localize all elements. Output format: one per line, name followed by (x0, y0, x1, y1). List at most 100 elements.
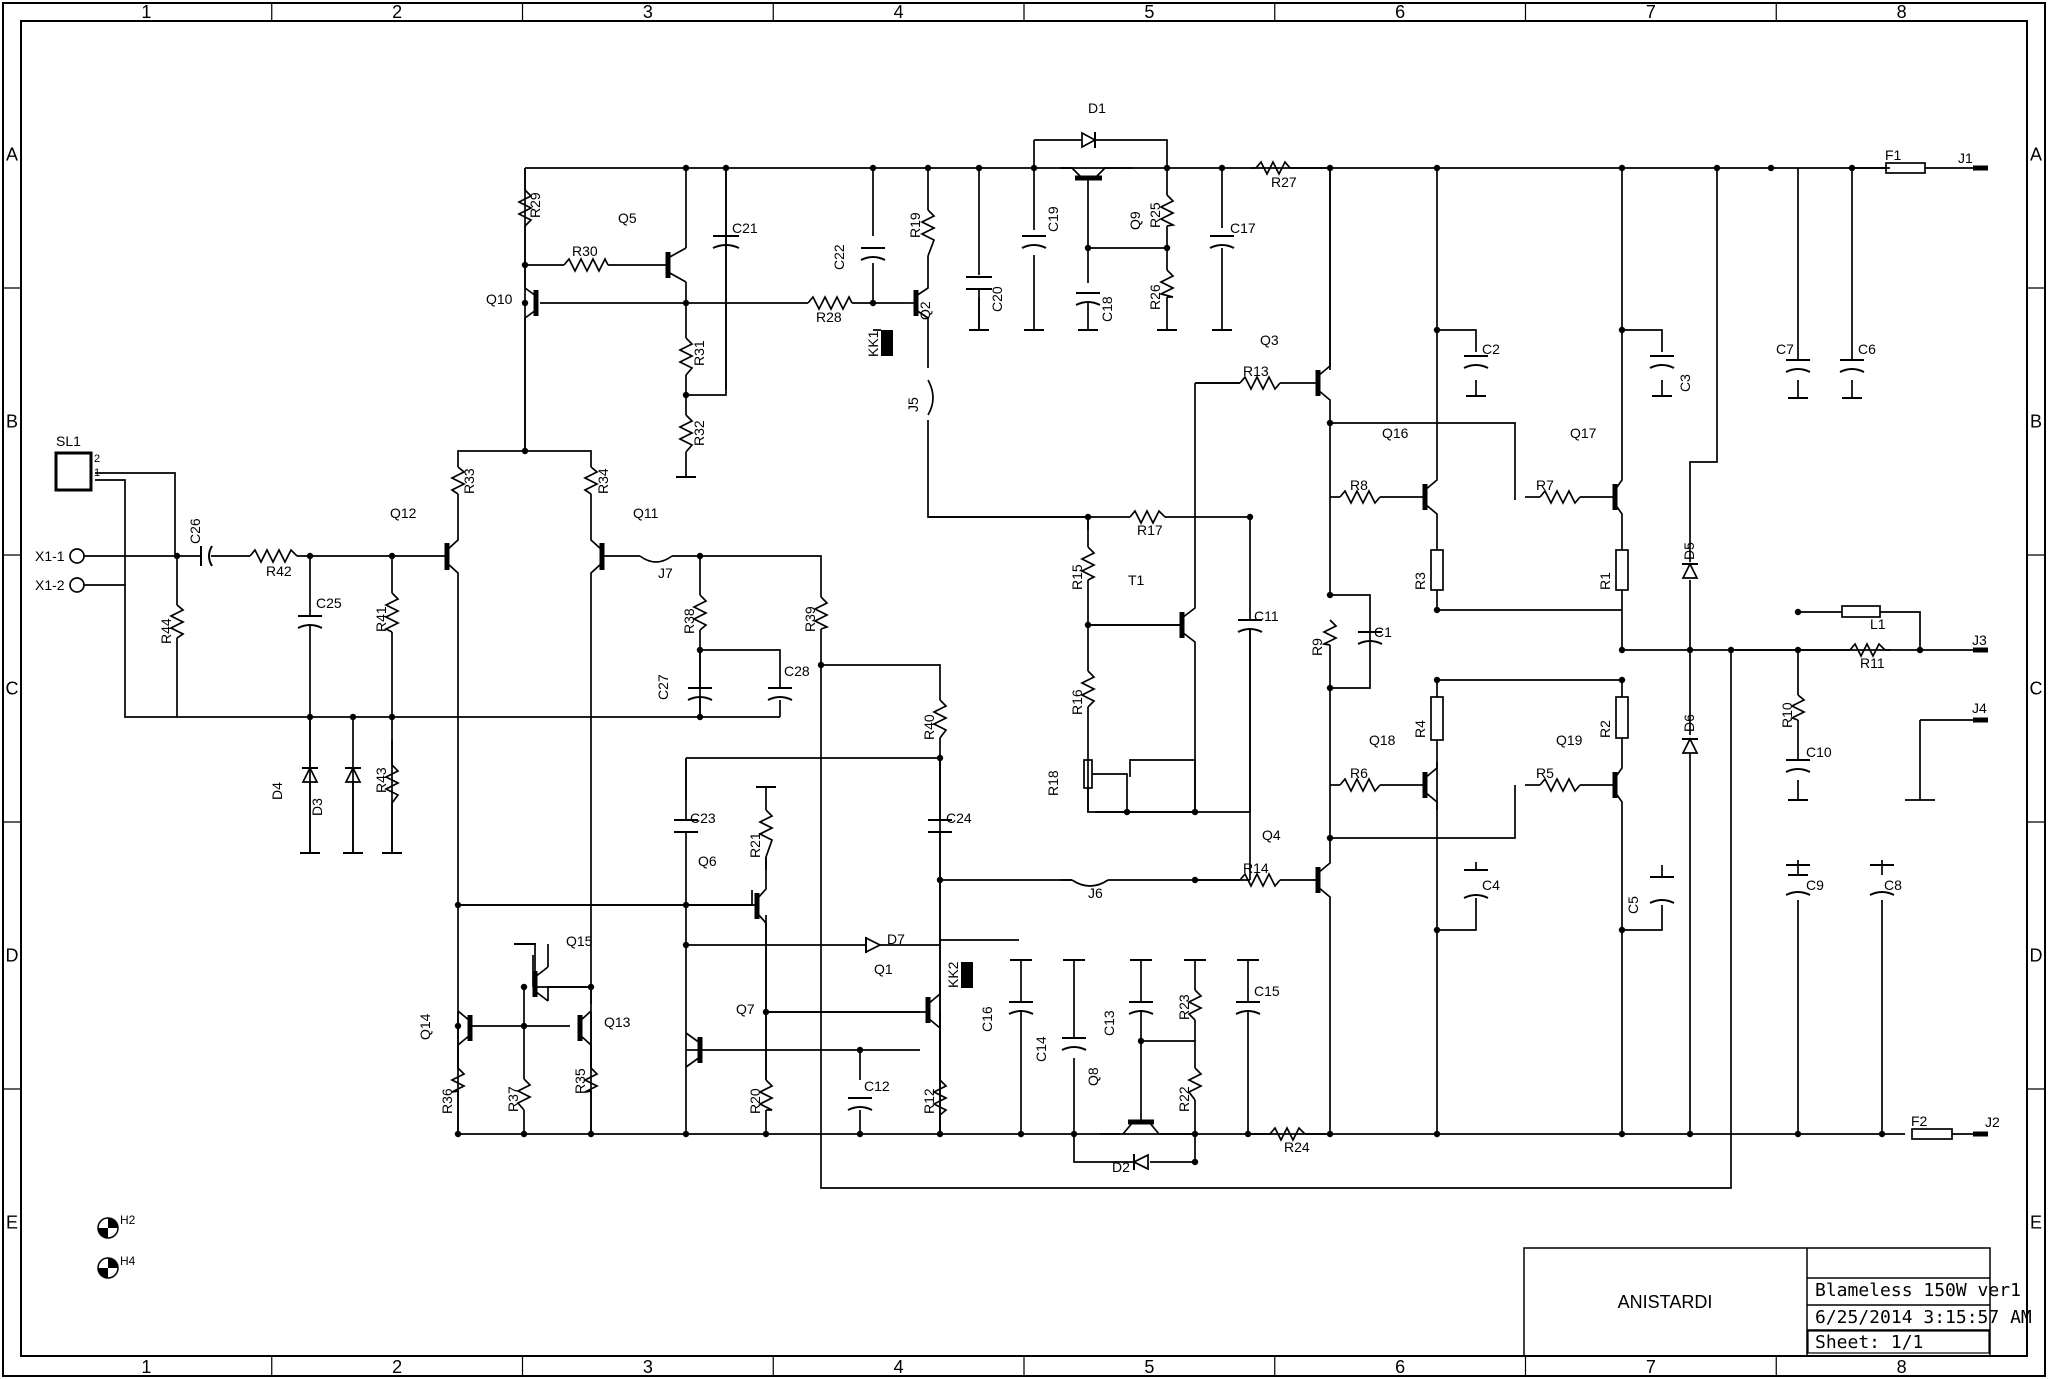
junction-dot (520, 1022, 528, 1030)
junction-dot (587, 1130, 595, 1138)
label-h4: H4 (120, 1254, 136, 1268)
label-r16: R16 (1069, 689, 1085, 715)
junction-dot (682, 391, 690, 399)
label-r44: R44 (158, 618, 174, 644)
junction-dot (869, 164, 877, 172)
junction-dot (520, 1130, 528, 1138)
junction-dot (1618, 326, 1626, 334)
junction-dot (924, 164, 932, 172)
junction-dot (388, 552, 396, 560)
junction-dot (1326, 684, 1334, 692)
junction-dot (1163, 164, 1171, 172)
label-c24: C24 (946, 810, 972, 826)
junction-dot (762, 1130, 770, 1138)
label-r15: R15 (1069, 564, 1085, 590)
label-d2: D2 (1112, 1159, 1130, 1175)
label-d3: D3 (309, 798, 325, 816)
grid-row-left-C: C (6, 679, 19, 699)
junction-dot (1433, 676, 1441, 684)
label-c1: C1 (1374, 624, 1392, 640)
label-c17: C17 (1230, 220, 1256, 236)
grid-column-bottom-4: 4 (894, 1357, 904, 1377)
label-c26: C26 (187, 518, 203, 544)
junction-dot (1794, 608, 1802, 616)
junction-dot (1326, 591, 1334, 599)
label-r9: R9 (1309, 638, 1325, 656)
label-q11: Q11 (633, 505, 659, 521)
junction-dot (682, 164, 690, 172)
label-r23: R23 (1176, 994, 1192, 1020)
junction-dot (856, 1046, 864, 1054)
label-q7: Q7 (736, 1001, 755, 1017)
label-h2: H2 (120, 1213, 136, 1227)
label-c25: C25 (316, 595, 342, 611)
grid-row-left-B: B (6, 412, 18, 432)
junction-dot (1433, 1130, 1441, 1138)
grid-column-top-4: 4 (894, 2, 904, 22)
junction-dot (1326, 834, 1334, 842)
junction-dot (1727, 646, 1735, 654)
junction-dot (1326, 419, 1334, 427)
junction-dot (1794, 646, 1802, 654)
grid-row-right-A: A (2030, 145, 2042, 165)
resistor-r4-body (1430, 696, 1444, 741)
label-j7: J7 (658, 565, 673, 581)
inductor-l1-body (1841, 605, 1881, 618)
label-q9: Q9 (1127, 211, 1143, 230)
junction-dot (1030, 164, 1038, 172)
junction-dot (856, 1130, 864, 1138)
label-r30: R30 (572, 243, 598, 259)
label-c22: C22 (831, 244, 847, 270)
inner-frame (20, 20, 2028, 1357)
junction-dot (454, 1022, 462, 1030)
label-j2: J2 (1985, 1114, 2000, 1130)
junction-dot (1618, 1130, 1626, 1138)
label-j6: J6 (1088, 885, 1103, 901)
label-r11: R11 (1860, 655, 1885, 671)
label-c20: C20 (989, 286, 1005, 312)
junction-dot (682, 941, 690, 949)
label-d5: D5 (1681, 542, 1697, 560)
label-q8: Q8 (1085, 1067, 1101, 1086)
label-sl1-pin1: 1 (94, 467, 100, 479)
label-c3: C3 (1677, 374, 1693, 392)
label-c11: C11 (1254, 608, 1279, 624)
label-d4: D4 (269, 782, 285, 800)
label-r21: R21 (747, 832, 763, 858)
junction-dot (1618, 676, 1626, 684)
label-r39: R39 (802, 606, 818, 632)
junction-dot (1433, 326, 1441, 334)
fuse-f2-body (1911, 1128, 1953, 1140)
junction-dot (1713, 164, 1721, 172)
junction-dot (1618, 164, 1626, 172)
grid-column-top-8: 8 (1897, 2, 1907, 22)
fuse-f1-body (1885, 162, 1926, 174)
label-r18: R18 (1045, 770, 1061, 796)
label-q1: Q1 (874, 961, 893, 977)
label-c9: C9 (1806, 877, 1824, 893)
junction-dot (1878, 1130, 1886, 1138)
label-q19: Q19 (1556, 732, 1583, 748)
junction-dot (817, 661, 825, 669)
title-block: ANISTARDI Blameless 150W ver1 6/25/2014 … (1523, 1247, 2032, 1357)
junction-dot (1618, 926, 1626, 934)
grid-column-top-7: 7 (1646, 2, 1656, 22)
grid-row-right-C: C (2030, 679, 2043, 699)
label-r43: R43 (373, 767, 389, 793)
label-c5: C5 (1625, 896, 1641, 914)
wires (77, 139, 1988, 1189)
label-r6: R6 (1350, 765, 1368, 781)
grid-column-top-2: 2 (392, 2, 402, 22)
label-r27: R27 (1271, 174, 1297, 190)
label-q4: Q4 (1262, 827, 1281, 843)
heatsink-contact-kk1-body (881, 330, 893, 356)
title-block-title: Blameless 150W ver1 (1815, 1280, 2021, 1301)
label-c19: C19 (1045, 206, 1061, 232)
junction-dot (1084, 244, 1092, 252)
label-c16: C16 (979, 1006, 995, 1032)
label-sl1-pin2: 2 (94, 453, 100, 465)
label-r41: R41 (373, 606, 389, 632)
label-f2: F2 (1911, 1113, 1928, 1129)
